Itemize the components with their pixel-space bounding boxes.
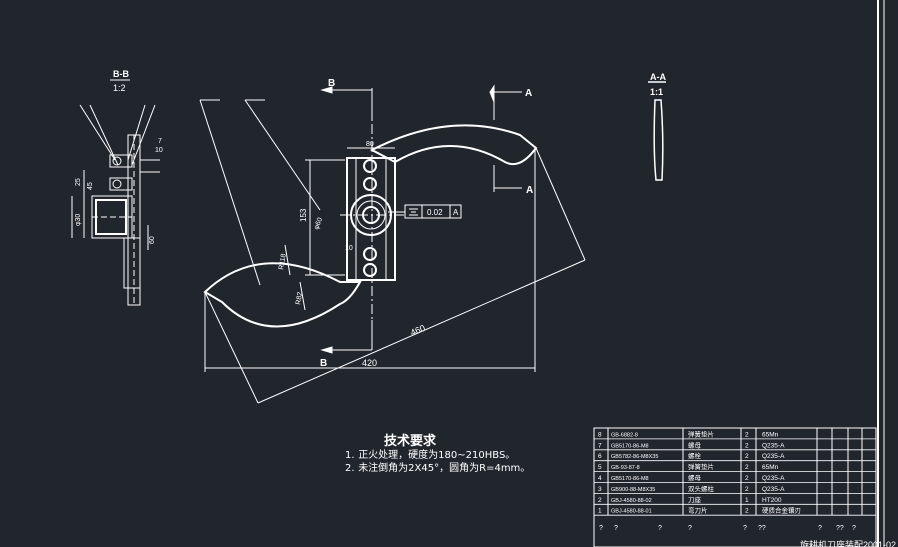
dim-bb-25: 25 bbox=[75, 178, 82, 186]
table-cell-material: 硬质合金镶刃 bbox=[762, 506, 801, 515]
table-cell-material: Q235-A bbox=[762, 453, 785, 460]
table-cell-idx: 7 bbox=[598, 442, 602, 449]
table-cell-name: 弹簧垫片 bbox=[688, 429, 714, 438]
bb-section-title: B-B bbox=[113, 69, 129, 79]
dim-420: 420 bbox=[362, 358, 377, 368]
aa-section-scale: 1:1 bbox=[650, 87, 663, 97]
table-cell-idx: 1 bbox=[598, 508, 602, 515]
table-cell-idx: 2 bbox=[598, 497, 602, 504]
dim-r82: R82 bbox=[295, 291, 304, 305]
tolerance-value: 0.02 bbox=[427, 208, 443, 217]
section-view-aa bbox=[648, 81, 666, 181]
title-strip-text: 旋耕机刀座装配2001-02 bbox=[800, 539, 896, 547]
table-cell-code: GB5170-86-M8 bbox=[611, 476, 649, 482]
requirement-number: 1. bbox=[345, 450, 355, 461]
table-cell-material: HT200 bbox=[762, 497, 782, 504]
requirement-number: 2. bbox=[345, 463, 355, 474]
table-cell-qty: 2 bbox=[745, 442, 749, 449]
table-cell-code: GBJ-4580-88-02 bbox=[611, 498, 652, 504]
table-cell-idx: 8 bbox=[598, 431, 602, 438]
table-cell-material: 65Mn bbox=[762, 431, 779, 438]
table-footer-mark: ? bbox=[818, 525, 822, 532]
table-cell-idx: 3 bbox=[598, 486, 602, 493]
dim-bb-45: 45 bbox=[87, 182, 94, 190]
table-cell-name: 螺母 bbox=[688, 473, 702, 482]
table-cell-code: GB5782-86-M8X35 bbox=[611, 454, 658, 460]
table-cell-idx: 5 bbox=[598, 464, 602, 471]
arrow-label-b-top: B bbox=[328, 78, 335, 89]
dim-bb-10: 10 bbox=[155, 147, 163, 154]
drawing-frame bbox=[877, 0, 885, 547]
table-cell-material: Q235-A bbox=[762, 442, 785, 449]
table-footer-mark: ? bbox=[658, 525, 662, 532]
arrow-label-b-bottom: B bbox=[320, 358, 327, 369]
dim-bb-7: 7 bbox=[158, 138, 162, 145]
table-cell-qty: 2 bbox=[745, 464, 749, 471]
table-cell-name: 弯刀片 bbox=[688, 506, 708, 515]
table-cell-qty: 2 bbox=[745, 486, 749, 493]
table-cell-code: GB5170-86-M8 bbox=[611, 443, 649, 449]
table-cell-material: 65Mn bbox=[762, 464, 779, 471]
table-cell-name: 螺栓 bbox=[688, 451, 702, 460]
table-footer-mark: ?? bbox=[758, 525, 766, 532]
table-cell-idx: 6 bbox=[598, 453, 602, 460]
dim-r118: R118 bbox=[278, 253, 288, 270]
table-cell-name: 双头螺柱 bbox=[688, 484, 715, 493]
table-cell-name: 弹簧垫片 bbox=[688, 462, 714, 471]
dim-153: 153 bbox=[299, 208, 308, 222]
table-footer-mark: ? bbox=[852, 525, 856, 532]
main-assembly-view bbox=[203, 124, 538, 328]
requirement-text: 正火处理，硬度为180~210HBS。 bbox=[358, 450, 516, 461]
arrow-label-a-top: A bbox=[525, 88, 532, 99]
dim-10b: 10 bbox=[345, 245, 353, 252]
table-cell-code: GB900-88-M8X35 bbox=[611, 487, 655, 493]
table-footer-mark: ? bbox=[743, 525, 747, 532]
geometric-tolerance-frame bbox=[404, 204, 462, 219]
dim-460: 460 bbox=[409, 323, 427, 338]
table-cell-code: GB-6882-8 bbox=[611, 432, 638, 438]
dim-phi60: φ60 bbox=[313, 217, 324, 231]
table-footer-mark: ? bbox=[688, 525, 692, 532]
dim-bb-60: 60 bbox=[149, 236, 156, 244]
table-cell-code: GBJ-4580-88-01 bbox=[611, 509, 652, 515]
table-footer-mark: ? bbox=[614, 525, 618, 532]
bb-section-scale: 1:2 bbox=[113, 83, 126, 93]
main-view-centerlines bbox=[199, 84, 586, 404]
table-cell-qty: 2 bbox=[745, 508, 749, 515]
table-cell-qty: 2 bbox=[745, 475, 749, 482]
requirement-item-1: 1. 正火处理，硬度为180~210HBS。 bbox=[345, 449, 575, 462]
table-cell-qty: 2 bbox=[745, 431, 749, 438]
table-cell-qty: 1 bbox=[745, 497, 749, 504]
requirement-text: 未注倒角为2X45°，圆角为R=4mm。 bbox=[358, 463, 531, 474]
dim-80: 80 bbox=[366, 141, 374, 148]
tolerance-datum: A bbox=[453, 208, 459, 217]
table-cell-name: 刀座 bbox=[688, 495, 702, 504]
table-footer-mark: ?? bbox=[836, 525, 844, 532]
dim-bb-phi30: φ30 bbox=[75, 214, 82, 226]
table-cell-name: 螺母 bbox=[688, 440, 702, 449]
technical-requirements: 技术要求 1. 正火处理，硬度为180~210HBS。 2. 未注倒角为2X45… bbox=[345, 430, 575, 475]
table-footer-mark: ? bbox=[599, 525, 603, 532]
table-cell-idx: 4 bbox=[598, 475, 602, 482]
table-cell-code: GB-93-87-8 bbox=[611, 465, 640, 471]
table-cell-material: Q235-A bbox=[762, 475, 785, 482]
table-cell-qty: 2 bbox=[745, 453, 749, 460]
technical-requirements-title: 技术要求 bbox=[383, 434, 436, 449]
aa-section-title: A-A bbox=[650, 72, 666, 82]
arrow-label-a-bottom: A bbox=[526, 185, 533, 196]
section-view-bb bbox=[71, 79, 160, 306]
requirement-item-2: 2. 未注倒角为2X45°，圆角为R=4mm。 bbox=[345, 462, 575, 475]
table-cell-material: Q235-A bbox=[762, 486, 785, 493]
